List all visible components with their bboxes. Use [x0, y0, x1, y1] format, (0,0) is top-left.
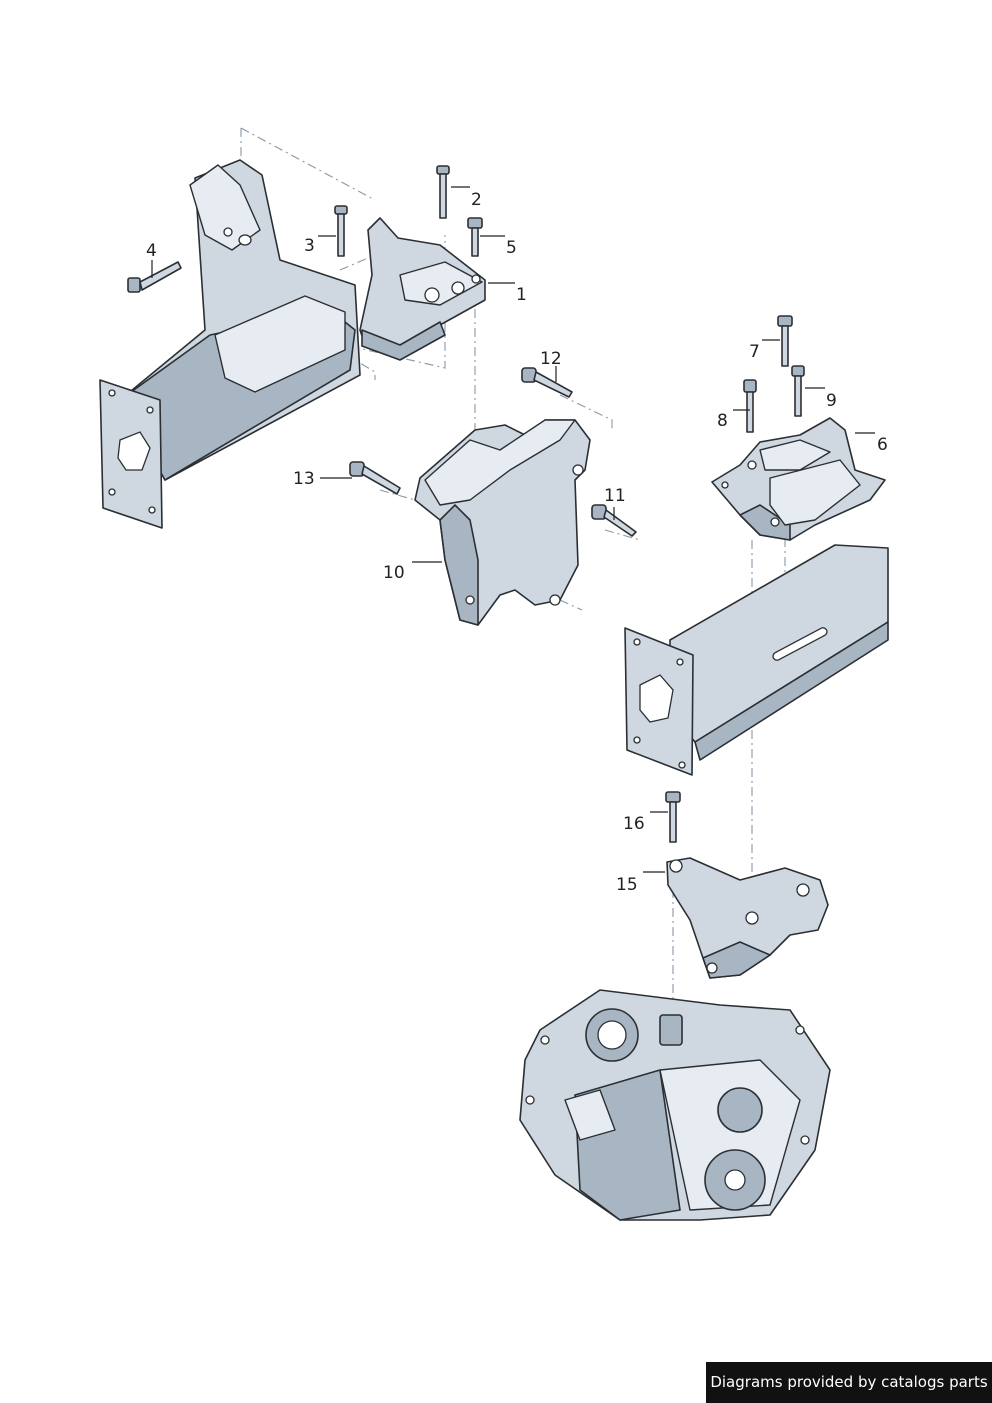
callout-3: 3 — [304, 236, 315, 256]
bolt-8 — [743, 379, 757, 433]
right-frame-rail — [624, 544, 889, 776]
bolt-4 — [127, 261, 182, 293]
callout-2: 2 — [471, 190, 482, 210]
bolt-16 — [665, 791, 681, 843]
leader-lines — [151, 186, 875, 873]
callout-9: 9 — [826, 391, 837, 411]
bolt-11 — [591, 504, 637, 537]
bolt-9 — [791, 365, 805, 417]
callout-4: 4 — [146, 241, 157, 261]
credit-banner: Diagrams provided by catalogs parts — [706, 1362, 992, 1403]
callout-8: 8 — [717, 411, 728, 431]
callout-1: 1 — [516, 285, 527, 305]
callout-7: 7 — [749, 342, 760, 362]
transmission-mount — [711, 417, 886, 541]
left-frame-rail — [99, 159, 361, 529]
callout-12: 12 — [540, 349, 562, 369]
bolt-13 — [349, 461, 401, 495]
bolt-2 — [436, 165, 450, 219]
mount-bracket — [414, 419, 591, 626]
bolt-5 — [467, 217, 483, 257]
bolt-12 — [521, 367, 573, 398]
engine-mount — [359, 217, 486, 361]
gearbox — [519, 989, 831, 1221]
callout-15: 15 — [616, 875, 638, 895]
support-bracket — [666, 857, 829, 979]
bolts — [127, 165, 805, 843]
callout-10: 10 — [383, 563, 405, 583]
bolt-3 — [334, 205, 348, 257]
callout-16: 16 — [623, 814, 645, 834]
callout-5: 5 — [506, 238, 517, 258]
callout-13: 13 — [293, 469, 315, 489]
callout-6: 6 — [877, 435, 888, 455]
bolt-7 — [777, 315, 793, 367]
callout-11: 11 — [604, 486, 626, 506]
